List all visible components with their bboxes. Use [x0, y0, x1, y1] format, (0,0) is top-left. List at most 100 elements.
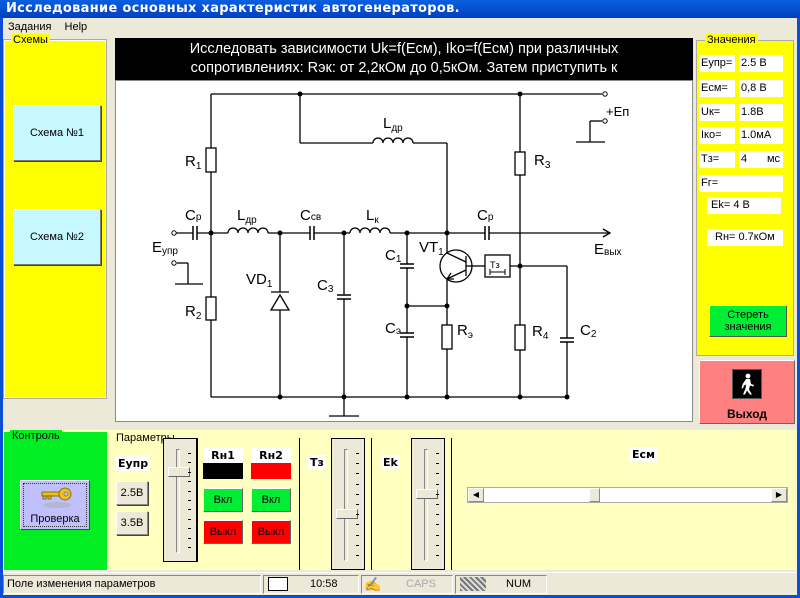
scheme-1-button[interactable]: Схема №1 — [13, 105, 101, 161]
window-frame-bottom — [0, 595, 800, 598]
circuit-inductors — [227, 137, 414, 234]
circuit-wires — [175, 93, 612, 417]
ecm-param-label: Eсм — [630, 447, 658, 462]
slider-tick — [188, 490, 191, 492]
exit-button[interactable]: Выход — [699, 360, 795, 424]
slider-track — [344, 449, 348, 561]
rn2-label: Rн2 — [251, 448, 291, 463]
ecm-label: Eсм= — [699, 80, 735, 97]
uk-value: 1.8В — [739, 104, 783, 121]
rn1-color-indicator — [203, 463, 243, 479]
tz-unit: мс — [766, 153, 780, 165]
tz-value: 4 мс — [739, 151, 783, 168]
clear-line-2: значения — [724, 321, 772, 333]
check-button[interactable]: Проверка — [20, 480, 90, 530]
eupr-2-5v-button[interactable]: 2.5В — [116, 481, 148, 505]
status-num-panel: NUM — [455, 575, 547, 594]
window-frame-left — [0, 18, 3, 598]
rn2-off-button[interactable]: Выкл — [251, 520, 291, 544]
slider-tick — [356, 524, 359, 526]
slider-tick — [188, 518, 191, 520]
window-title: Исследование основных характеристик авто… — [0, 0, 800, 18]
tz-number: 4 — [741, 153, 748, 165]
values-legend: Значения — [705, 34, 758, 46]
window-frame-right — [797, 18, 800, 598]
scroll-left-button[interactable]: ◀ — [468, 488, 484, 502]
ecm-value: 0,8 В — [739, 80, 783, 97]
walking-person-icon — [732, 369, 762, 399]
slider-tick — [356, 544, 359, 546]
status-time: 10:58 — [310, 578, 338, 590]
label-r2: R2 — [185, 303, 202, 322]
rn1-off-button[interactable]: Выкл — [203, 520, 243, 544]
slider-tick — [188, 537, 191, 539]
values-group: Значения Eупр= 2.5 В Eсм= 0,8 В Uк= 1.8В… — [696, 34, 794, 356]
slider-tick — [356, 514, 359, 516]
label-c1: C1 — [385, 247, 402, 265]
status-clock-panel: 10:58 — [263, 575, 359, 594]
clear-values-button[interactable]: Стереть значения — [709, 305, 787, 337]
slider-thumb[interactable] — [336, 509, 358, 520]
label-vt1: VT1 — [419, 239, 444, 258]
check-label: Проверка — [30, 513, 80, 525]
slider-thumb[interactable] — [168, 466, 190, 477]
rn2-on-button[interactable]: Вкл — [251, 488, 291, 512]
slider-tick — [436, 463, 439, 465]
label-eout: Eвых — [594, 241, 622, 258]
separator — [197, 438, 198, 562]
rn1-on-button[interactable]: Вкл — [203, 488, 243, 512]
transistor-vt1 — [439, 233, 473, 283]
rn2-color-indicator — [251, 463, 291, 479]
status-hint: Поле изменения параметров — [3, 575, 261, 594]
eupr-3-5v-button[interactable]: 3.5В — [116, 511, 148, 535]
task-line-1: Исследовать зависимости Uk=f(Eсм), Iko=f… — [189, 41, 619, 57]
circuit-capacitors — [192, 226, 574, 343]
ek-slider[interactable] — [411, 438, 445, 570]
menu-bar: Задания Help — [0, 18, 800, 38]
slider-tick — [436, 544, 439, 546]
circuit-diagram: R1 R2 R3 R4 Rэ Lдр Lдр Lк Cр Cр Cсв C1 C… — [115, 80, 693, 422]
key-icon — [41, 487, 72, 508]
tz-slider[interactable] — [331, 438, 365, 570]
label-r1: R1 — [185, 153, 202, 172]
slider-tick — [188, 462, 191, 464]
separator — [371, 438, 372, 570]
ecm-scrollbar[interactable]: ◀ ▶ — [467, 487, 788, 503]
slider-tick — [436, 473, 439, 475]
scroll-right-button[interactable]: ▶ — [771, 488, 787, 502]
slider-tick — [188, 481, 191, 483]
eupr-slider[interactable] — [163, 438, 197, 562]
resistor-r1 — [205, 147, 217, 173]
slider-track — [176, 449, 180, 553]
slider-tick — [436, 514, 439, 516]
slider-tick — [436, 504, 439, 505]
scheme-2-button[interactable]: Схема №2 — [13, 209, 101, 265]
label-ce: Cэ — [385, 320, 401, 337]
params-legend: Параметры — [114, 432, 177, 444]
slider-tick — [188, 500, 191, 501]
slider-tick — [436, 483, 439, 485]
caps-icon: ✍ — [364, 576, 382, 592]
iko-label: Iко= — [699, 127, 735, 144]
eupr-value: 2.5 В — [739, 55, 783, 72]
resistor-r4 — [514, 324, 526, 351]
clock-icon — [268, 577, 288, 591]
label-lk: Lк — [366, 207, 379, 226]
clear-line-1: Стереть — [727, 309, 769, 321]
menu-help[interactable]: Help — [64, 21, 88, 33]
slider-tick — [188, 528, 191, 530]
task-description: Исследовать зависимости Uk=f(Eсм), Iko=f… — [115, 38, 693, 80]
scroll-thumb[interactable] — [588, 488, 600, 502]
circuit-junctions — [208, 91, 570, 400]
status-caps: CAPS — [406, 578, 436, 590]
exit-label: Выход — [726, 407, 768, 421]
rn1-label: Rн1 — [203, 448, 243, 463]
slider-tick — [356, 504, 359, 505]
slider-thumb[interactable] — [416, 488, 438, 499]
menu-tasks[interactable]: Задания — [8, 21, 52, 33]
control-legend: Контроль — [10, 430, 62, 442]
slider-tick — [436, 524, 439, 526]
slider-tick — [356, 473, 359, 475]
resistor-r3 — [514, 151, 526, 176]
circuit-svg: R1 R2 R3 R4 Rэ Lдр Lдр Lк Cр Cр Cсв C1 C… — [152, 91, 629, 417]
